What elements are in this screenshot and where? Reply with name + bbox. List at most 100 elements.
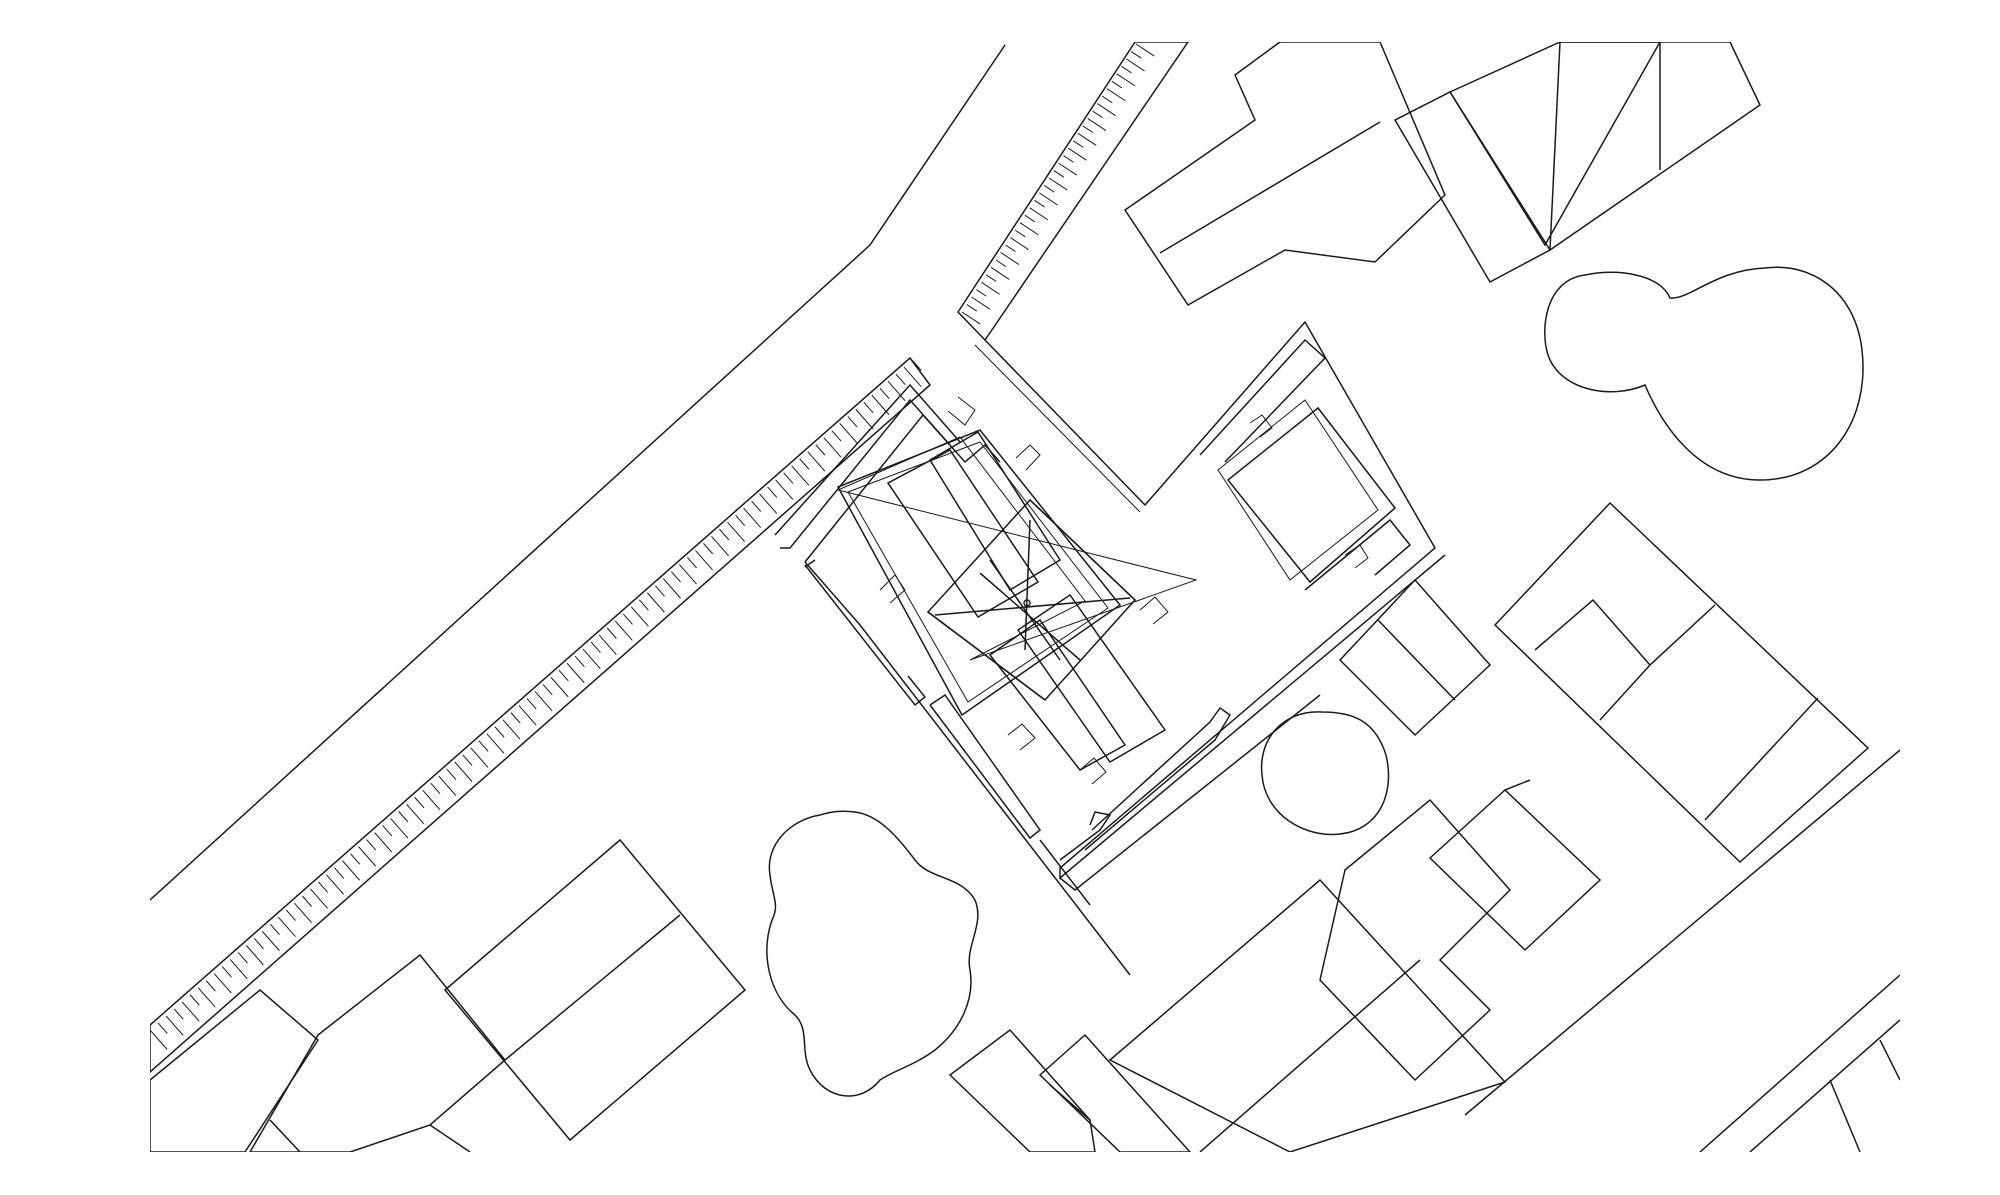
embankment-tick bbox=[638, 599, 649, 611]
embankment-tick bbox=[302, 895, 313, 907]
embankment-tick bbox=[799, 458, 810, 470]
embankment-tick bbox=[406, 803, 425, 825]
embankment-tick bbox=[245, 945, 264, 966]
embankment-tick bbox=[855, 409, 874, 430]
embankment-tick bbox=[358, 846, 377, 867]
embankment-tick bbox=[815, 444, 826, 456]
annex-building bbox=[1199, 338, 1412, 591]
embankment-tick bbox=[895, 373, 906, 385]
embankment-tick bbox=[294, 902, 312, 923]
embankment-tick bbox=[454, 761, 473, 782]
embankment-tick bbox=[1019, 222, 1039, 236]
embankment-tick bbox=[574, 655, 585, 668]
embankment-tick bbox=[1135, 43, 1155, 57]
embankment-tick bbox=[719, 528, 730, 541]
embankment-tick bbox=[1048, 177, 1068, 191]
embankment-tick bbox=[414, 796, 425, 809]
embankment-tick bbox=[791, 465, 810, 486]
embankment-tick bbox=[1010, 237, 1029, 251]
embankment-tick bbox=[847, 416, 858, 428]
embankment-tick bbox=[1111, 80, 1123, 89]
embankment-tick bbox=[470, 747, 489, 768]
embankment-tick bbox=[614, 620, 633, 641]
embankment-tick bbox=[985, 274, 997, 282]
embankment-tick bbox=[903, 366, 922, 387]
embankment-tick bbox=[1116, 73, 1136, 87]
embankment-tick bbox=[261, 930, 280, 952]
embankment-tick bbox=[879, 387, 890, 400]
embankment-tick bbox=[990, 266, 1010, 280]
embankment-tick bbox=[430, 782, 441, 794]
embankment-tick bbox=[566, 662, 585, 684]
embankment-tick bbox=[269, 923, 280, 936]
embankment-tick bbox=[783, 472, 794, 484]
embankment-tick bbox=[398, 811, 409, 823]
embankment-tick bbox=[478, 740, 489, 752]
embankment-tick bbox=[253, 937, 264, 950]
embankment-tick bbox=[767, 486, 778, 498]
embankment-tick bbox=[590, 641, 601, 653]
tree-center bbox=[1260, 711, 1390, 836]
embankment-tick bbox=[995, 259, 1007, 267]
embankment-tick bbox=[622, 613, 633, 625]
embankment-tick bbox=[1130, 51, 1142, 59]
embankment-tick bbox=[1024, 214, 1036, 223]
embankment-tick bbox=[751, 500, 762, 512]
embankment-tick bbox=[687, 557, 698, 569]
road-edge bbox=[150, 44, 1006, 901]
embankment-tick bbox=[237, 952, 248, 964]
embankment-tick bbox=[1092, 110, 1103, 119]
site-boundary-inner bbox=[974, 344, 1141, 513]
embankment-tick bbox=[374, 832, 393, 853]
embankment-tick bbox=[342, 860, 361, 881]
embankment-tick bbox=[173, 1008, 184, 1020]
embankment-tick bbox=[213, 973, 232, 994]
embankment-tick bbox=[759, 493, 778, 514]
embankment-tick bbox=[310, 888, 328, 909]
embankment-tick bbox=[1072, 140, 1084, 148]
embankment-tick bbox=[646, 592, 665, 613]
north-buildings bbox=[1123, 42, 1761, 306]
embankment-tick bbox=[486, 733, 505, 754]
embankment-tick bbox=[976, 289, 987, 297]
embankment-tick bbox=[502, 719, 521, 740]
embankment-tick bbox=[1126, 58, 1145, 72]
embankment-tick bbox=[1034, 199, 1045, 208]
embankment-tick bbox=[542, 684, 553, 696]
embankment-tick bbox=[205, 980, 216, 992]
embankment-tick bbox=[221, 966, 232, 978]
south-buildings bbox=[948, 1028, 1192, 1152]
tree-south-west bbox=[766, 810, 979, 1097]
embankment-tick bbox=[1058, 162, 1078, 176]
embankment-tick bbox=[961, 311, 981, 325]
embankment-tick bbox=[422, 789, 441, 811]
embankment-tick bbox=[887, 380, 906, 401]
embankment-tick bbox=[654, 585, 665, 597]
embankment-tick bbox=[326, 874, 344, 895]
embankment-tick bbox=[598, 634, 617, 655]
embankment-tick bbox=[695, 550, 713, 571]
embankment-tick bbox=[1063, 155, 1074, 163]
embankment-tick bbox=[1029, 207, 1049, 221]
site-boundary bbox=[984, 320, 1446, 880]
embankment-tick bbox=[1106, 88, 1126, 102]
embankment-tick bbox=[743, 507, 762, 528]
embankment-tick bbox=[839, 423, 858, 444]
embankment-tick bbox=[390, 818, 409, 839]
embankment-tick bbox=[550, 677, 569, 698]
embankment-tick bbox=[1087, 118, 1107, 131]
embankment-tick bbox=[727, 521, 746, 543]
embankment-tick bbox=[823, 437, 842, 458]
embankment-tick bbox=[285, 909, 296, 921]
embankment-tick bbox=[670, 571, 681, 583]
embankment-tick bbox=[1082, 125, 1094, 133]
embankment-tick bbox=[157, 1022, 168, 1034]
embankment-tick bbox=[189, 994, 200, 1006]
embankment-tick bbox=[165, 1015, 184, 1036]
embankment-tick bbox=[831, 430, 842, 442]
embankment-tick bbox=[366, 839, 377, 851]
embankment-tick bbox=[735, 514, 746, 526]
embankment-tick bbox=[150, 1029, 168, 1050]
embankment-tick bbox=[334, 867, 345, 879]
